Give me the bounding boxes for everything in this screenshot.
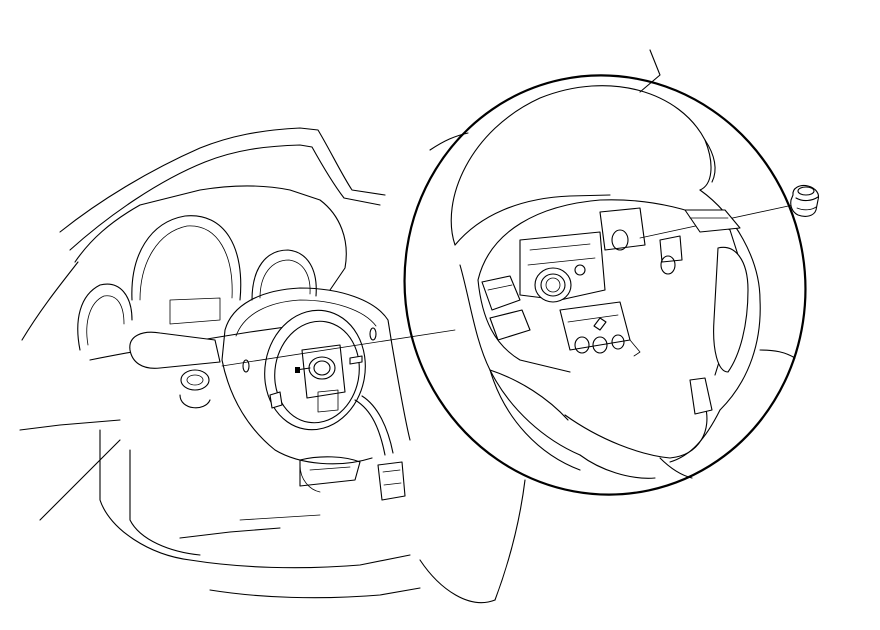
spiral-cable-icon [264, 309, 366, 431]
steering-column-cover-icon [221, 287, 411, 493]
steering-wheel-nut-icon [790, 184, 820, 217]
dashboard-outline-icon [19, 127, 526, 604]
spiral-cable-connector-icon [354, 395, 406, 501]
instrument-cluster-icon [74, 185, 347, 361]
combination-switch-icon [129, 331, 221, 409]
steering-wheel-hub-icon [477, 199, 749, 415]
axis-leader-line [221, 329, 456, 367]
